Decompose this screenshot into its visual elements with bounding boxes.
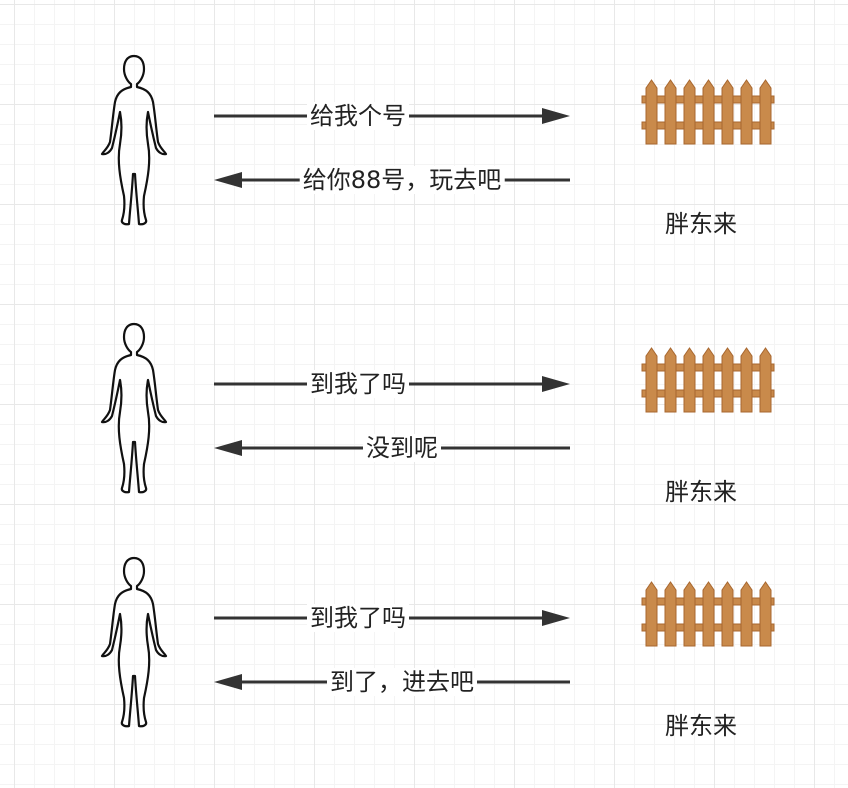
customer-person-icon [94, 50, 174, 230]
store-name-label: 胖东来 [665, 478, 737, 506]
store-fence-icon [640, 580, 776, 650]
store-name-label: 胖东来 [665, 712, 737, 740]
store-fence-icon [640, 78, 776, 148]
request-label: 到我了吗 [307, 370, 409, 398]
store-name-label: 胖东来 [665, 210, 737, 238]
customer-person-icon [94, 552, 174, 732]
store-fence-icon [640, 346, 776, 416]
reply-label: 给你88号，玩去吧 [299, 166, 505, 194]
customer-person-icon [94, 318, 174, 498]
request-label: 给我个号 [307, 102, 409, 130]
reply-label: 到了，进去吧 [327, 668, 477, 696]
reply-label: 没到呢 [363, 434, 441, 462]
request-label: 到我了吗 [307, 604, 409, 632]
